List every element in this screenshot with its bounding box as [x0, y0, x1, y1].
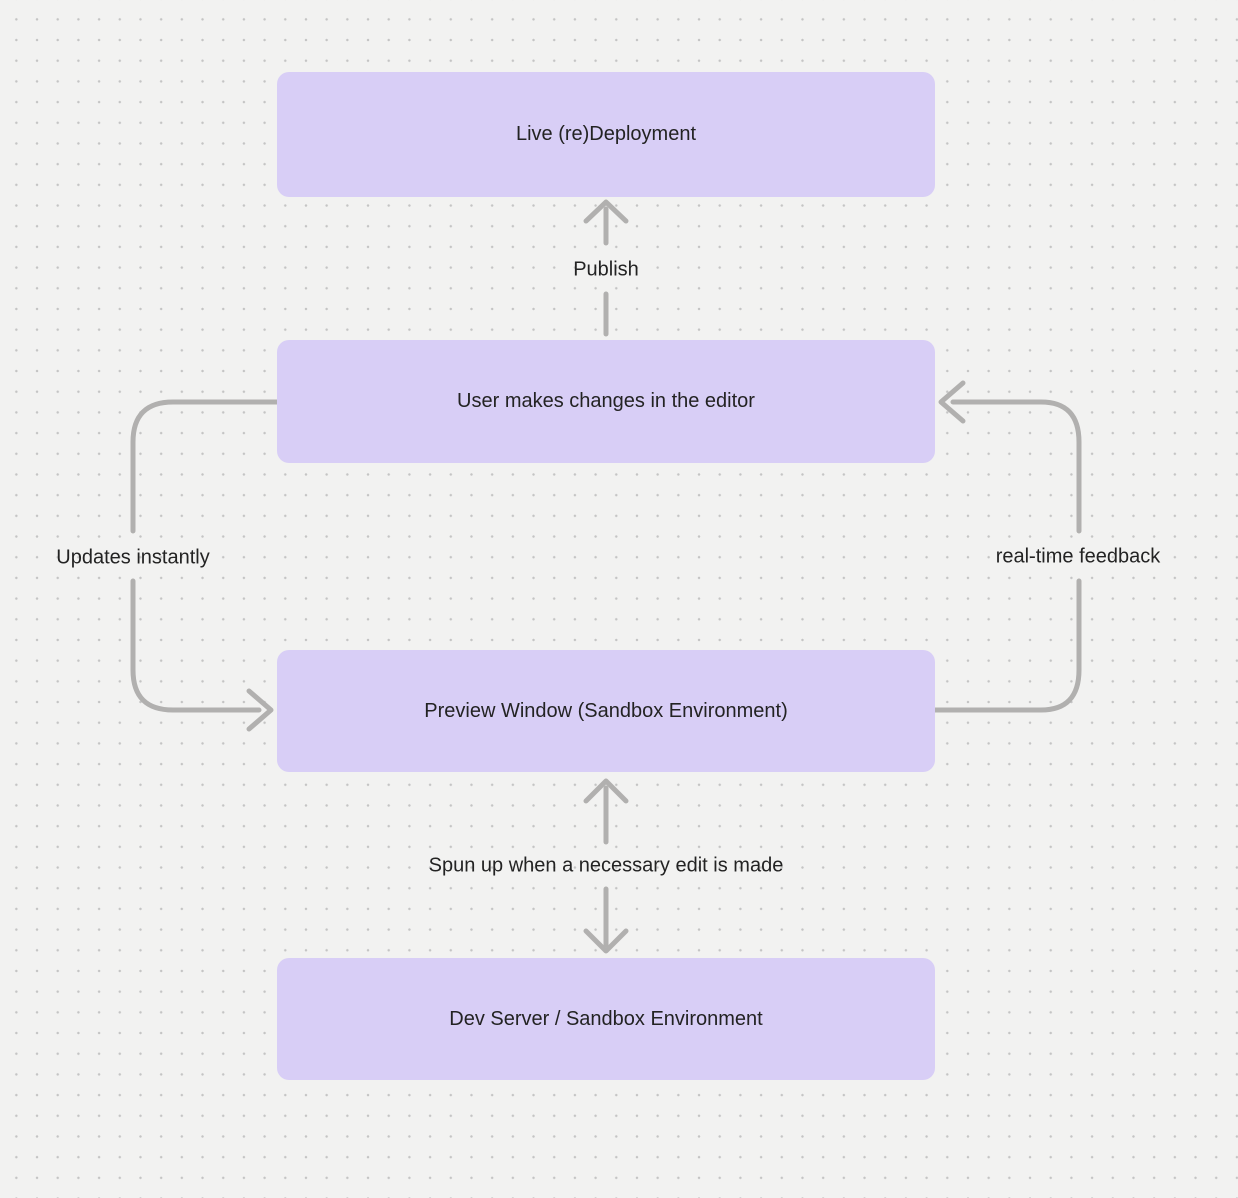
node-preview-window: Preview Window (Sandbox Environment) — [277, 650, 935, 772]
node-preview-window-label: Preview Window (Sandbox Environment) — [424, 699, 788, 722]
node-dev-server: Dev Server / Sandbox Environment — [277, 958, 935, 1080]
node-user-editor: User makes changes in the editor — [277, 340, 935, 463]
node-live-redeployment: Live (re)Deployment — [277, 72, 935, 197]
edge-label-spun-up: Spun up when a necessary edit is made — [428, 854, 784, 877]
node-live-redeployment-label: Live (re)Deployment — [515, 123, 697, 145]
node-dev-server-label: Dev Server / Sandbox Environment — [449, 1007, 763, 1030]
spun-up-arrows — [583, 778, 629, 954]
edge-label-publish: Publish — [573, 258, 639, 281]
updates-instantly-connector — [130, 399, 280, 732]
edge-label-updates-instantly: Updates instantly — [56, 546, 210, 569]
realtime-feedback-connector — [932, 380, 1082, 713]
edge-label-realtime-feedback: real-time feedback — [995, 545, 1161, 568]
node-user-editor-label: User makes changes in the editor — [457, 390, 755, 412]
publish-arrow — [583, 199, 629, 337]
